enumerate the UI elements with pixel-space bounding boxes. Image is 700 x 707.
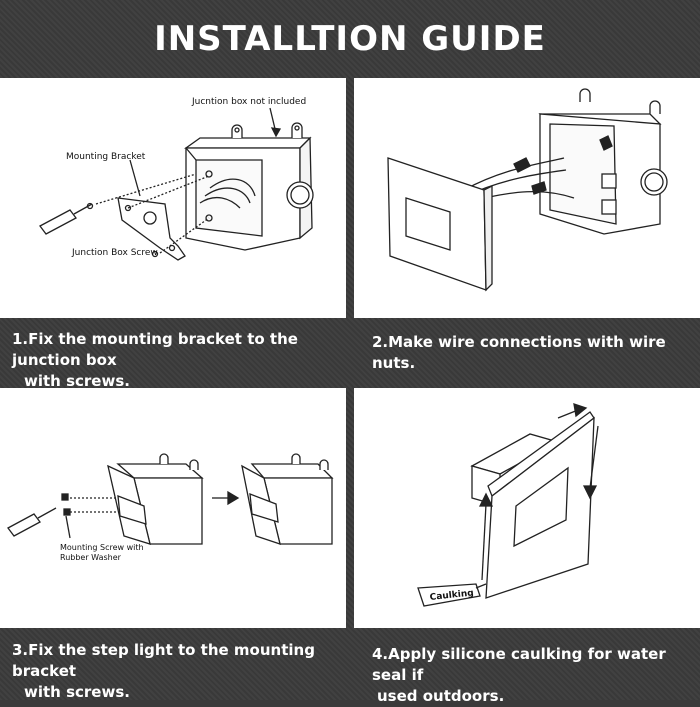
step-3-caption-line1: 3.Fix the step light to the mounting bra…	[12, 641, 315, 680]
step-3-caption-line2: with screws.	[24, 683, 130, 701]
step-2-illustration	[387, 88, 668, 292]
step-4-caption-line1: 4.Apply silicone caulking for water seal…	[372, 645, 666, 684]
mounting-screw-label-line1: Mounting Screw with	[60, 543, 144, 552]
caulking-label: Caulking	[429, 588, 474, 603]
step-3-panel: Mounting Screw with Rubber Washer	[0, 388, 346, 628]
step-4-illustration: Caulking	[417, 403, 599, 607]
mounting-screw-label-line2: Rubber Washer	[60, 553, 122, 562]
step-1-caption: 1.Fix the mounting bracket to the juncti…	[12, 329, 352, 392]
step-4-caption: 4.Apply silicone caulking for water seal…	[372, 644, 692, 707]
step-1-caption-line1: 1.Fix the mounting bracket to the juncti…	[12, 330, 298, 369]
step-2-panel	[354, 78, 700, 318]
step-4-caption-line2: used outdoors.	[377, 687, 505, 705]
step-1-panel: Jucntion box not included Mounting Brack…	[0, 78, 346, 318]
step-2-caption-line1: 2.Make wire connections with wire nuts.	[372, 333, 666, 372]
step-2-caption: 2.Make wire connections with wire nuts.	[372, 332, 692, 374]
junction-box-screw-label: Junction Box Screw	[71, 248, 158, 258]
page-title: INSTALLTION GUIDE	[154, 19, 546, 59]
mounting-bracket-label: Mounting Bracket	[66, 152, 146, 162]
step-1-caption-line2: with screws.	[24, 372, 130, 390]
step-3-caption: 3.Fix the step light to the mounting bra…	[12, 640, 352, 703]
step-3-illustration: Mounting Screw with Rubber Washer	[7, 453, 334, 562]
junction-box-label: Jucntion box not included	[191, 97, 306, 107]
step-1-illustration: Jucntion box not included Mounting Brack…	[39, 97, 314, 261]
step-4-panel: Caulking	[354, 388, 700, 628]
